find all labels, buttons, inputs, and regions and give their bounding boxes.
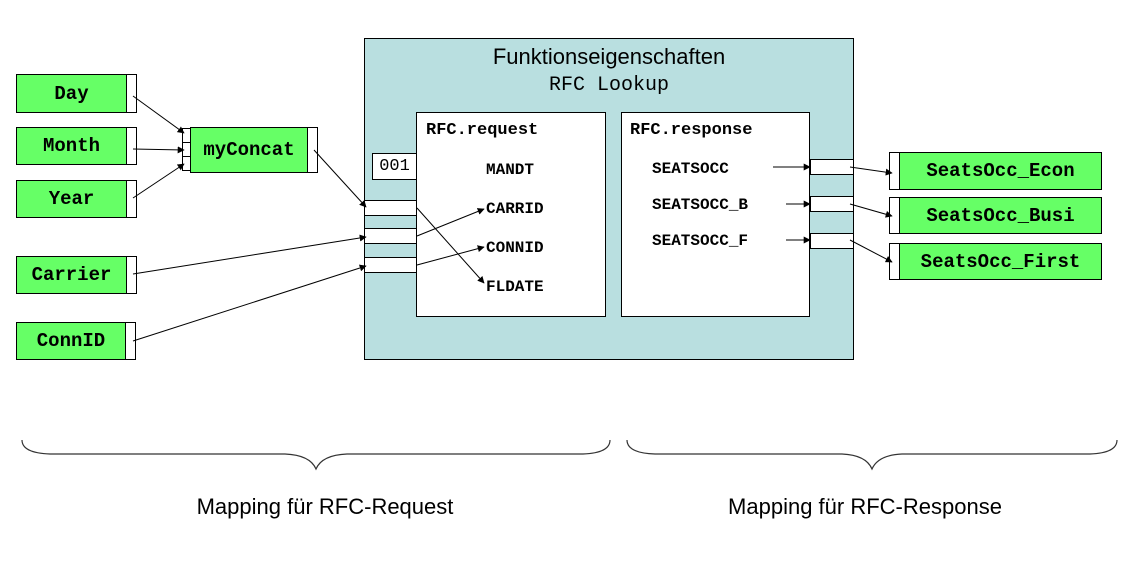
source-year-label: Year	[48, 188, 95, 210]
edge-carrier-carrid-slot	[132, 234, 367, 275]
target-seatsocc-busi[interactable]: SeatsOcc_Busi	[889, 197, 1102, 234]
edge-slot-busi	[849, 203, 893, 218]
rfc-response-box: RFC.response SEATSOCC SEATSOCC_B SEATSOC…	[621, 112, 810, 317]
request-slot-carrid[interactable]	[364, 228, 417, 244]
output-port[interactable]	[307, 128, 317, 172]
response-slot-seatsocc-b[interactable]	[810, 196, 854, 212]
rfc-response-header: RFC.response	[630, 121, 753, 140]
source-connid-label: ConnID	[36, 330, 106, 352]
source-connid[interactable]: ConnID	[16, 322, 136, 360]
source-month-label: Month	[42, 135, 100, 157]
response-field-seatsocc-f: SEATSOCC_F	[652, 232, 749, 250]
source-day-label: Day	[54, 82, 89, 105]
target-seatsocc-first[interactable]: SeatsOcc_First	[889, 243, 1102, 280]
panel-subtitle: RFC Lookup	[548, 74, 670, 97]
constant-value: 001	[379, 157, 410, 176]
input-port[interactable]	[890, 153, 900, 189]
caption-request-mapping: Mapping für RFC-Request	[196, 494, 454, 519]
target-seatsocc-econ[interactable]: SeatsOcc_Econ	[889, 152, 1102, 190]
target-busi-label: SeatsOcc_Busi	[926, 204, 1075, 227]
output-port[interactable]	[126, 75, 136, 112]
edge-concat-fldate-slot	[313, 149, 367, 208]
output-port[interactable]	[126, 257, 136, 293]
request-slot-fldate[interactable]	[364, 200, 417, 216]
edge-connid-connid-slot	[132, 264, 367, 342]
edge-year-concat	[132, 163, 185, 199]
response-slot-seatsocc-f[interactable]	[810, 233, 854, 249]
target-first-label: SeatsOcc_First	[920, 250, 1081, 273]
output-port[interactable]	[125, 323, 135, 359]
request-field-connid: CONNID	[486, 239, 544, 257]
edge-month-concat	[132, 146, 185, 154]
function-myconcat[interactable]: myConcat	[190, 127, 318, 173]
constant-mandt[interactable]: 001	[372, 153, 417, 180]
input-port[interactable]	[890, 198, 900, 233]
response-slot-seatsocc[interactable]	[810, 159, 854, 175]
request-field-mandt: MANDT	[486, 161, 535, 179]
request-field-carrid: CARRID	[486, 200, 544, 218]
caption-response-mapping: Mapping für RFC-Response	[728, 494, 1002, 519]
source-day[interactable]: Day	[16, 74, 137, 113]
edge-day-concat	[132, 95, 185, 134]
output-port[interactable]	[126, 181, 136, 217]
brace-response	[626, 439, 1118, 471]
rfc-request-header: RFC.request	[426, 121, 539, 140]
brace-request	[21, 439, 611, 471]
output-port[interactable]	[126, 128, 136, 164]
source-carrier[interactable]: Carrier	[16, 256, 137, 294]
target-econ-label: SeatsOcc_Econ	[926, 160, 1075, 182]
request-slot-connid[interactable]	[364, 257, 417, 273]
edge-slot-econ	[849, 166, 893, 176]
response-field-seatsocc-b: SEATSOCC_B	[652, 196, 749, 214]
panel-title: Funktionseigenschaften	[492, 44, 726, 69]
edge-slot-first	[849, 239, 893, 263]
rfc-request-box: RFC.request MANDT CARRID CONNID FLDATE	[416, 112, 606, 317]
input-port[interactable]	[890, 244, 900, 279]
request-field-fldate: FLDATE	[486, 278, 544, 296]
source-year[interactable]: Year	[16, 180, 137, 218]
source-carrier-label: Carrier	[31, 264, 112, 286]
source-month[interactable]: Month	[16, 127, 137, 165]
response-field-seatsocc: SEATSOCC	[652, 160, 729, 178]
function-myconcat-label: myConcat	[203, 139, 295, 161]
